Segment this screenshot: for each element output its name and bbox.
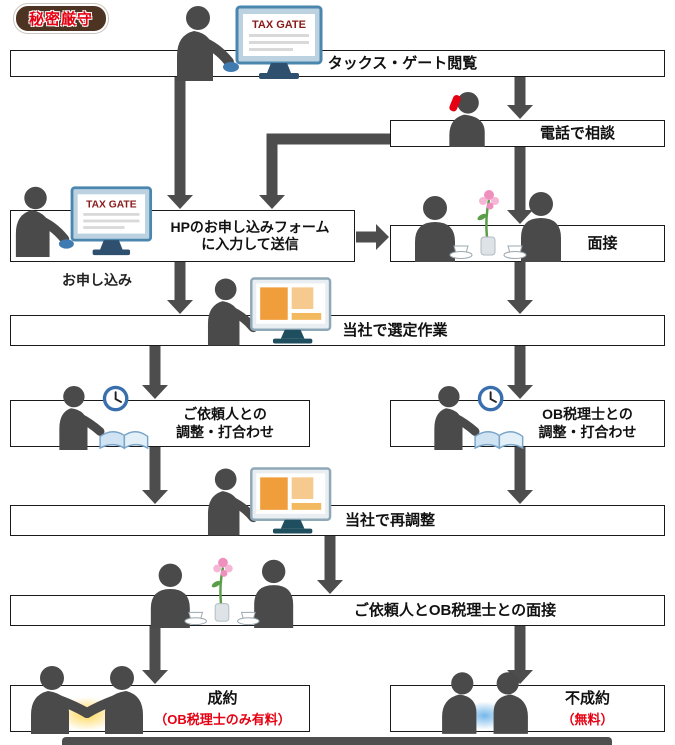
- arrow-client-adjust-to-readjust: [142, 447, 168, 504]
- arrow-form-to-selection: [167, 262, 193, 314]
- final-interview-meeting-icon: [146, 550, 298, 628]
- arrow-view-to-phone: [507, 77, 533, 119]
- arrow-view-to-form: [167, 77, 193, 209]
- person-at-computer-selection-icon: [206, 276, 334, 346]
- arrow-ob-adjust-to-readjust: [507, 447, 533, 504]
- flow-box-client-adjust-line2: 調整・打合わせ: [176, 423, 274, 440]
- confidential-badge: 秘密厳守: [14, 4, 109, 33]
- person-on-phone-icon: [442, 90, 496, 147]
- flow-box-readjust-label: 当社で再調整: [344, 511, 435, 529]
- flow-box-selection-work: 当社で選定作業: [10, 315, 665, 346]
- person-at-computer-taxgate-small-icon: [12, 184, 162, 257]
- flow-box-final-interview: ご依頼人とOB税理士との面接: [10, 595, 665, 626]
- arrow-form-to-interview: [356, 224, 389, 250]
- flow-box-tax-gate-view: タックス・ゲート閲覧: [10, 50, 665, 77]
- flow-box-failure-note: （無料）: [561, 711, 614, 727]
- flow-box-selection-work-label: 当社で選定作業: [342, 321, 448, 339]
- flow-box-success-label: 成約: [207, 689, 238, 707]
- flow-box-success-note: （OB税理士のみ有料）: [154, 711, 291, 727]
- flow-box-tax-gate-view-label: タックス・ゲート閲覧: [327, 54, 478, 72]
- person-at-computer-readjust-icon: [206, 466, 334, 536]
- flow-box-ob-adjust-line2: 調整・打合わせ: [538, 423, 637, 440]
- flow-box-failure-label: 不成約: [564, 689, 610, 707]
- bowing-failure-icon: [432, 666, 538, 734]
- bottom-divider-bar: [62, 737, 612, 745]
- flow-box-phone-consult-label: 電話で相談: [539, 124, 615, 142]
- confidential-badge-label: 秘密厳守: [29, 11, 94, 28]
- flow-box-client-adjust-line1: ご依頼人との: [183, 406, 267, 422]
- ob-adjust-clock-book-icon: [431, 384, 526, 450]
- flow-box-final-interview-label: ご依頼人とOB税理士との面接: [353, 601, 557, 619]
- client-adjust-clock-book-icon: [56, 384, 151, 450]
- flow-box-client-adjust: ご依頼人との 調整・打合わせ: [10, 400, 310, 447]
- flow-box-application-form-line1: HPのお申し込みフォーム: [170, 218, 330, 235]
- flow-box-ob-adjust-line1: OB税理士との: [542, 406, 633, 422]
- arrow-readjust-to-final-interview: [317, 536, 343, 594]
- flow-box-readjust: 当社で再調整: [10, 505, 665, 536]
- arrow-interview-to-selection: [507, 262, 533, 314]
- interview-meeting-icon: [410, 182, 566, 262]
- arrow-phone-to-form: [259, 133, 390, 209]
- flow-box-interview-label: 面接: [587, 234, 618, 252]
- application-label: お申し込み: [62, 272, 132, 288]
- flow-box-application-form-line2: に入力して送信: [201, 236, 299, 252]
- flow-box-phone-consult: 電話で相談: [390, 120, 665, 147]
- handshake-success-icon: [26, 662, 148, 734]
- person-at-computer-taxgate-icon: [172, 3, 334, 81]
